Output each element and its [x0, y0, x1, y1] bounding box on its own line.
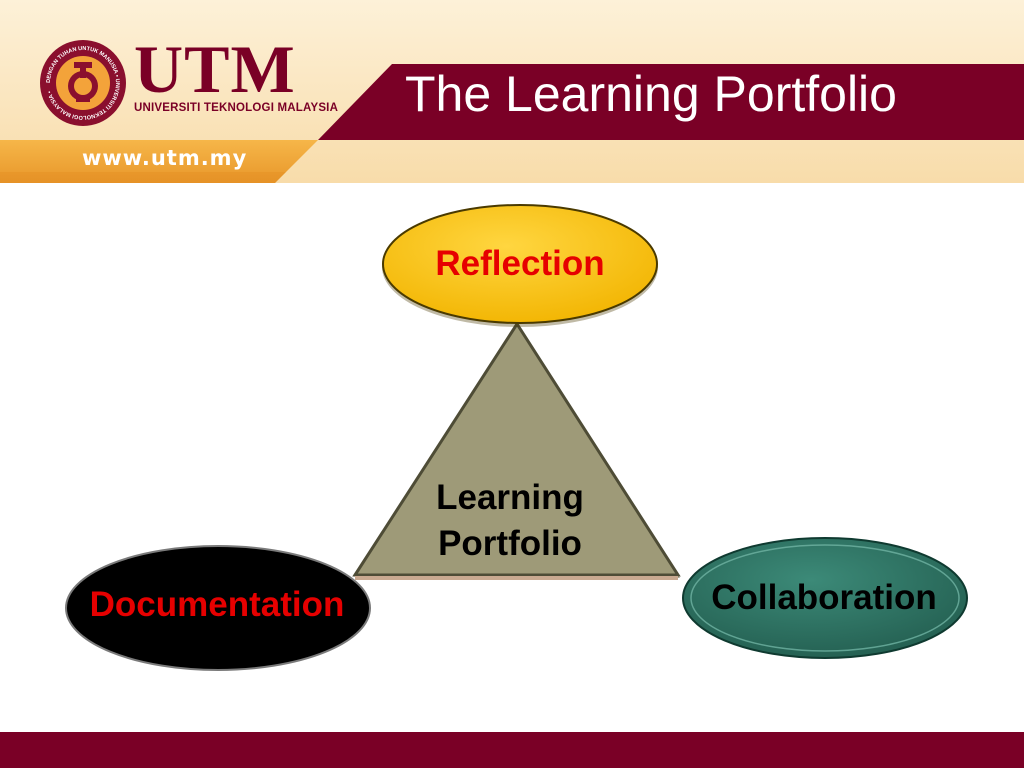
website-link[interactable]: www.utm.my — [82, 146, 248, 170]
collaboration-node — [682, 537, 968, 659]
brand-subtitle: UNIVERSITI TEKNOLOGI MALAYSIA — [134, 102, 339, 114]
learning-portfolio-label: Learning Portfolio — [390, 475, 630, 567]
center-label-line-2: Portfolio — [438, 524, 582, 563]
utm-crest-icon: DENGAN TUHAN UNTUK MANUSIA • UNIVERSITI … — [40, 40, 126, 126]
utm-logo: DENGAN TUHAN UNTUK MANUSIA • UNIVERSITI … — [38, 38, 128, 128]
reflection-node — [382, 204, 658, 324]
footer-band — [0, 732, 1024, 768]
title-band — [318, 64, 1024, 140]
collaboration-label: Collaboration — [711, 578, 937, 617]
reflection-label: Reflection — [435, 244, 605, 283]
slide-title: The Learning Portfolio — [405, 66, 897, 122]
documentation-label: Documentation — [89, 585, 345, 624]
brand: UTM UNIVERSITI TEKNOLOGI MALAYSIA — [134, 31, 339, 114]
center-label-line-1: Learning — [436, 478, 584, 517]
learning-portfolio-triangle — [352, 321, 681, 577]
documentation-node — [65, 545, 371, 671]
website-band — [0, 140, 318, 183]
brand-name: UTM — [134, 31, 296, 107]
